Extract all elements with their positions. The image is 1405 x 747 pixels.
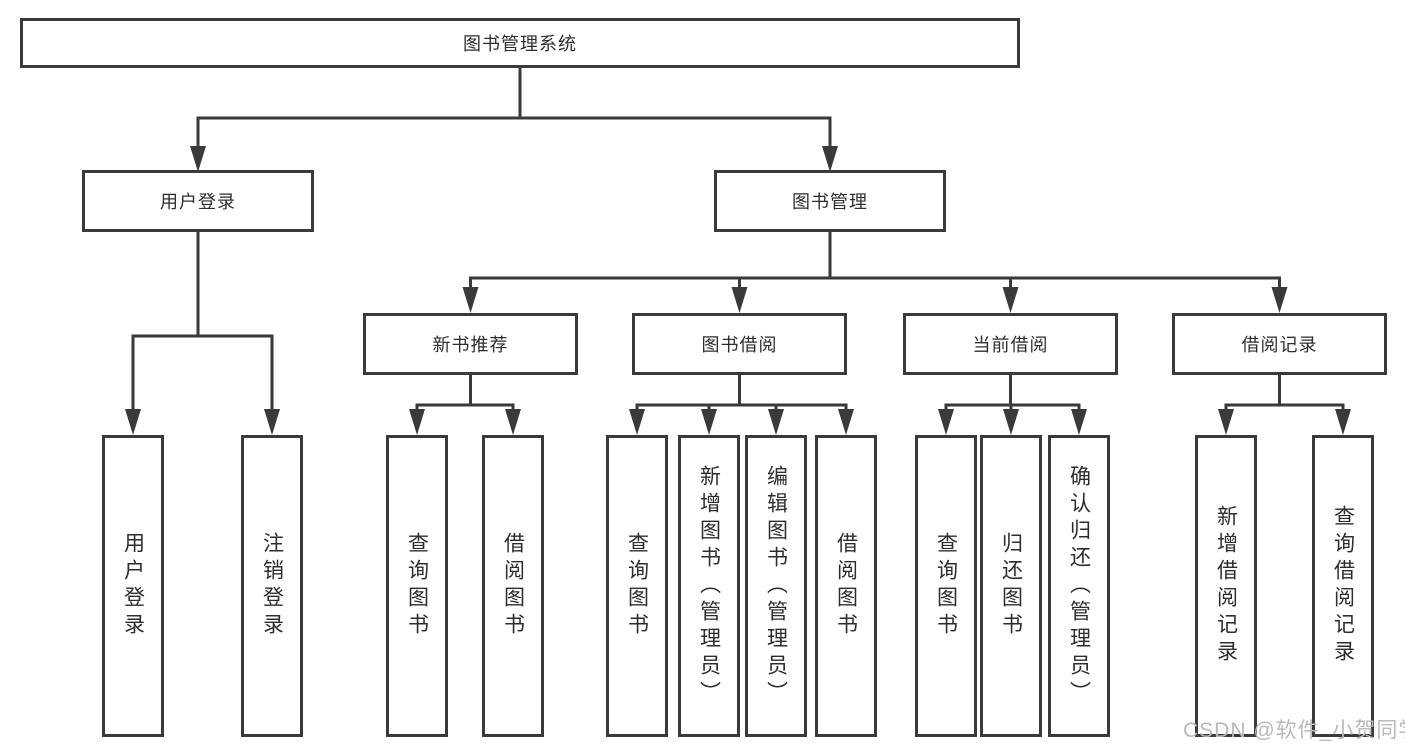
leaf-query-books-borrowing-label: 查询图书 bbox=[625, 532, 649, 640]
branch-book-management: 图书管理 bbox=[714, 170, 946, 232]
leaf-borrow-books-recommend-label: 借阅图书 bbox=[501, 532, 525, 640]
leaf-user-login-label: 用户登录 bbox=[121, 532, 145, 640]
arrow-down-icon bbox=[1218, 409, 1234, 435]
module-borrow-records-label: 借阅记录 bbox=[1241, 335, 1318, 355]
arrow-down-icon bbox=[505, 409, 521, 435]
leaf-user-login: 用户登录 bbox=[102, 435, 164, 737]
arrow-down-icon bbox=[409, 409, 425, 435]
arrow-down-icon bbox=[1335, 409, 1351, 435]
leaf-confirm-return-admin: 确认归还（管理员） bbox=[1048, 435, 1110, 737]
branch-user-login-label: 用户登录 bbox=[160, 192, 236, 212]
arrow-down-icon bbox=[629, 409, 645, 435]
module-book-borrowing-label: 图书借阅 bbox=[701, 335, 778, 355]
leaf-return-books-label: 归还图书 bbox=[999, 532, 1023, 640]
module-current-borrowing-label: 当前借阅 bbox=[972, 335, 1049, 355]
csdn-watermark: CSDN @软件_小贺同学 bbox=[1183, 719, 1405, 742]
connector-newbook-to-leaves bbox=[415, 373, 515, 413]
leaf-query-borrow-record: 查询借阅记录 bbox=[1312, 435, 1374, 737]
module-new-book-recommend-label: 新书推荐 bbox=[432, 335, 509, 355]
leaf-query-books-current: 查询图书 bbox=[915, 435, 977, 737]
arrow-down-icon bbox=[462, 287, 479, 313]
arrow-down-icon bbox=[822, 146, 838, 172]
connector-bookmgmt-to-modules bbox=[469, 230, 1281, 291]
root-node-library-system: 图书管理系统 bbox=[20, 18, 1020, 68]
arrow-down-icon bbox=[190, 146, 206, 172]
arrow-down-icon bbox=[701, 409, 717, 435]
arrow-down-icon bbox=[938, 409, 954, 435]
leaf-add-books-admin-label: 新增图书（管理员） bbox=[697, 464, 721, 708]
module-new-book-recommend: 新书推荐 bbox=[363, 313, 578, 375]
leaf-query-books-recommend-label: 查询图书 bbox=[405, 532, 429, 640]
leaf-borrow-books: 借阅图书 bbox=[815, 435, 877, 737]
connector-borrowing-to-leaves bbox=[635, 373, 848, 413]
root-node-label: 图书管理系统 bbox=[463, 34, 577, 54]
branch-book-management-label: 图书管理 bbox=[792, 192, 868, 212]
arrow-down-icon bbox=[1003, 409, 1019, 435]
arrow-down-icon bbox=[1071, 409, 1087, 435]
leaf-add-books-admin: 新增图书（管理员） bbox=[678, 435, 740, 737]
leaf-borrow-books-label: 借阅图书 bbox=[834, 532, 858, 640]
leaf-confirm-return-admin-label: 确认归还（管理员） bbox=[1067, 464, 1091, 708]
leaf-query-books-recommend: 查询图书 bbox=[386, 435, 448, 737]
connector-current-to-leaves bbox=[944, 373, 1081, 413]
leaf-query-borrow-record-label: 查询借阅记录 bbox=[1331, 505, 1355, 667]
module-borrow-records: 借阅记录 bbox=[1172, 313, 1387, 375]
leaf-query-books-borrowing: 查询图书 bbox=[606, 435, 668, 737]
arrow-down-icon bbox=[1271, 287, 1288, 313]
connector-userlogin-to-leaves bbox=[131, 230, 274, 413]
connector-root-to-branches bbox=[196, 66, 832, 150]
leaf-add-borrow-record: 新增借阅记录 bbox=[1195, 435, 1257, 737]
leaf-logout: 注销登录 bbox=[241, 435, 303, 737]
arrow-down-icon bbox=[1002, 287, 1019, 313]
connector-records-to-leaves bbox=[1224, 373, 1345, 413]
arrow-down-icon bbox=[125, 409, 141, 435]
leaf-edit-books-admin: 编辑图书（管理员） bbox=[745, 435, 807, 737]
leaf-logout-label: 注销登录 bbox=[260, 532, 284, 640]
leaf-query-books-current-label: 查询图书 bbox=[934, 532, 958, 640]
leaf-add-borrow-record-label: 新增借阅记录 bbox=[1214, 505, 1238, 667]
module-current-borrowing: 当前借阅 bbox=[903, 313, 1118, 375]
leaf-return-books: 归还图书 bbox=[980, 435, 1042, 737]
arrow-down-icon bbox=[264, 409, 280, 435]
arrow-down-icon bbox=[838, 409, 854, 435]
arrow-down-icon bbox=[768, 409, 784, 435]
module-book-borrowing: 图书借阅 bbox=[632, 313, 847, 375]
arrow-down-icon bbox=[731, 287, 748, 313]
leaf-borrow-books-recommend: 借阅图书 bbox=[482, 435, 544, 737]
branch-user-login: 用户登录 bbox=[82, 170, 314, 232]
leaf-edit-books-admin-label: 编辑图书（管理员） bbox=[764, 464, 788, 708]
